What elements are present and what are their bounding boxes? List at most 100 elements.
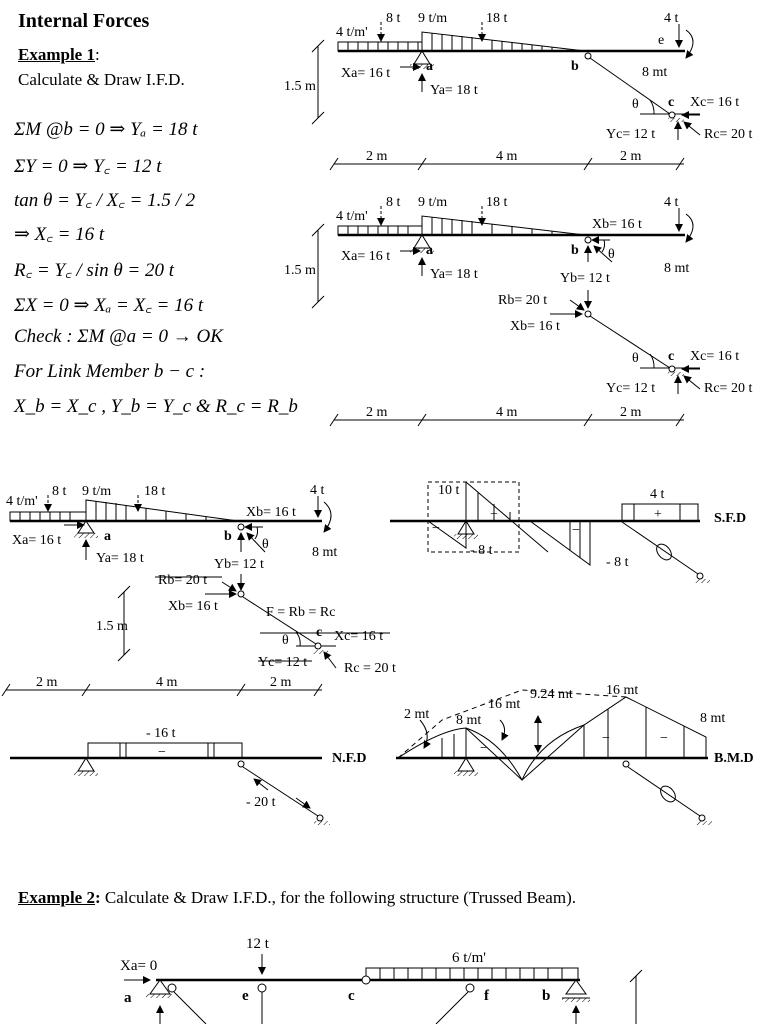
dim-4m-3: 4 m bbox=[156, 675, 178, 690]
example2-figure bbox=[124, 954, 643, 1024]
ex2-udl-6t: 6 t/m' bbox=[452, 950, 486, 966]
p8-label: 8 t bbox=[386, 11, 401, 26]
p8-label-3: 8 t bbox=[52, 484, 67, 499]
p18-label: 18 t bbox=[486, 11, 508, 26]
ex2-node-f: f bbox=[484, 988, 490, 1004]
moment-label-3: 8 mt bbox=[312, 545, 337, 560]
example1-heading: Example 1: bbox=[18, 45, 100, 65]
node-c: c bbox=[668, 95, 674, 110]
height-label: 1.5 m bbox=[284, 79, 316, 94]
nfd-20t: - 20 t bbox=[246, 795, 276, 810]
example2-task: Calculate & Draw I.F.D., for the followi… bbox=[104, 888, 576, 907]
figure-2-labels: 4 t/m' 8 t 9 t/m 18 t 4 t 8 mt a b c θ θ… bbox=[284, 195, 752, 420]
node-b: b bbox=[571, 59, 579, 74]
p8-label-2: 8 t bbox=[386, 195, 401, 210]
equation-3: tan θ = Y꜀ / X꜀ = 1.5 / 2 bbox=[14, 190, 196, 211]
theta-label-3b: θ bbox=[262, 537, 269, 552]
example2-labels: 12 t 6 t/m' Xa= 0 a e c f b bbox=[120, 936, 550, 1006]
bmd-16mt-a: 16 mt bbox=[488, 697, 520, 712]
nfd-diagram bbox=[10, 742, 330, 825]
height-label-2: 1.5 m bbox=[284, 263, 316, 278]
figure-1-labels: 4 t/m' 8 t 9 t/m 18 t 4 t e 8 mt a b c θ… bbox=[284, 11, 752, 164]
theta-label-2b: θ bbox=[608, 247, 615, 262]
p4-label-2: 4 t bbox=[664, 195, 679, 210]
bmd-diagram bbox=[396, 689, 712, 825]
xb-label-3: Xb= 16 t bbox=[246, 505, 296, 520]
dim-4m: 4 m bbox=[496, 149, 518, 164]
ex2-node-b: b bbox=[542, 988, 550, 1004]
sfd-plus: + bbox=[490, 507, 498, 522]
nfd-minus: − bbox=[158, 745, 166, 760]
tri-label-2: 9 t/m bbox=[418, 195, 447, 210]
node-b-2: b bbox=[571, 243, 579, 258]
sfd-plus-2: + bbox=[654, 507, 662, 522]
node-a-2: a bbox=[426, 243, 433, 258]
example2-colon: : bbox=[94, 888, 101, 907]
equation-7: Check : ΣM @a = 0 → OK bbox=[14, 326, 223, 347]
dim-2m-b-3: 2 m bbox=[270, 675, 292, 690]
yb-label-3: Yb= 12 t bbox=[214, 557, 264, 572]
bmd-minus-2: − bbox=[602, 731, 610, 746]
sfd-4t: 4 t bbox=[650, 487, 665, 502]
nfd-16t: - 16 t bbox=[146, 726, 176, 741]
p4-label: 4 t bbox=[664, 11, 679, 26]
sfd-8t-b: - 8 t bbox=[606, 555, 629, 570]
xa-label: Xa= 16 t bbox=[341, 66, 390, 81]
link-member bbox=[589, 57, 671, 115]
rc-label-3: Rc = 20 t bbox=[344, 661, 396, 676]
bmd-16mt-b: 16 mt bbox=[606, 683, 638, 698]
example2-heading: Example 2: Calculate & Draw I.F.D., for … bbox=[18, 888, 576, 908]
equation-9: X_b = X_c , Y_b = Y_c & R_c = R_b bbox=[14, 396, 298, 417]
p18-label-2: 18 t bbox=[486, 195, 508, 210]
moment-label-2: 8 mt bbox=[664, 261, 689, 276]
moment-label: 8 mt bbox=[642, 65, 667, 80]
f-label: F = Rb = Rc bbox=[266, 605, 335, 620]
rb-label-3: Rb= 20 t bbox=[158, 573, 207, 588]
ya-label-2: Ya= 18 t bbox=[430, 267, 478, 282]
sfd-8t-a: - 8 t bbox=[470, 543, 493, 558]
bmd-minus: − bbox=[480, 741, 488, 756]
rc-label: Rc= 20 t bbox=[704, 127, 752, 142]
bmd-2mt: 2 mt bbox=[404, 707, 429, 722]
equation-1: ΣM @b = 0 ⇒ Yₐ = 18 t bbox=[14, 119, 198, 140]
xa-label-3: Xa= 16 t bbox=[12, 533, 61, 548]
node-c-3: c bbox=[316, 625, 322, 640]
triangular-load bbox=[421, 31, 586, 52]
ex2-node-a: a bbox=[124, 990, 132, 1006]
equation-8: For Link Member b − c : bbox=[14, 361, 206, 382]
equation-5: R꜀ = Y꜀ / sin θ = 20 t bbox=[14, 260, 175, 281]
node-c-2: c bbox=[668, 349, 674, 364]
ya-label-3: Ya= 18 t bbox=[96, 551, 144, 566]
p4-label-3: 4 t bbox=[310, 483, 325, 498]
p18-label-3: 18 t bbox=[144, 484, 166, 499]
yb-label: Yb= 12 t bbox=[560, 271, 610, 286]
bmd-labels: 2 mt 8 mt 16 mt 9.24 mt 16 mt 8 mt − − −… bbox=[404, 683, 754, 766]
bmd-minus-3: − bbox=[660, 731, 668, 746]
rb-label: Rb= 20 t bbox=[498, 293, 547, 308]
bmd-label: B.M.D bbox=[714, 751, 754, 766]
figure-1 bbox=[311, 22, 701, 171]
bmd-8mt-a: 8 mt bbox=[456, 713, 481, 728]
e-label: e bbox=[658, 33, 664, 48]
node-a-3: a bbox=[104, 529, 111, 544]
xb-label-3b: Xb= 16 t bbox=[168, 599, 218, 614]
xc-label-3: Xc= 16 t bbox=[334, 629, 383, 644]
udl-label: 4 t/m' bbox=[336, 25, 368, 40]
tri-label-3: 9 t/m bbox=[82, 484, 111, 499]
tri-label: 9 t/m bbox=[418, 11, 447, 26]
figure-3 bbox=[1, 495, 390, 697]
figure-3-labels: 4 t/m' 8 t 9 t/m 18 t 4 t 8 mt a b c θ θ… bbox=[6, 483, 396, 690]
nfd-labels: - 16 t − - 20 t N.F.D bbox=[146, 726, 367, 810]
example1-label: Example 1 bbox=[18, 45, 95, 64]
xb-label: Xb= 16 t bbox=[592, 217, 642, 232]
dim-4m-2: 4 m bbox=[496, 405, 518, 420]
dim-2m-a: 2 m bbox=[366, 149, 388, 164]
udl-label-2: 4 t/m' bbox=[336, 209, 368, 224]
bmd-924mt: 9.24 mt bbox=[530, 687, 573, 702]
node-a: a bbox=[426, 59, 433, 74]
xc-label-2: Xc= 16 t bbox=[690, 349, 739, 364]
yc-label-3: Yc= 12 t bbox=[258, 655, 307, 670]
height-label-3: 1.5 m bbox=[96, 619, 128, 634]
sfd-minus: − bbox=[432, 521, 440, 536]
dim-2m-b-2: 2 m bbox=[620, 405, 642, 420]
